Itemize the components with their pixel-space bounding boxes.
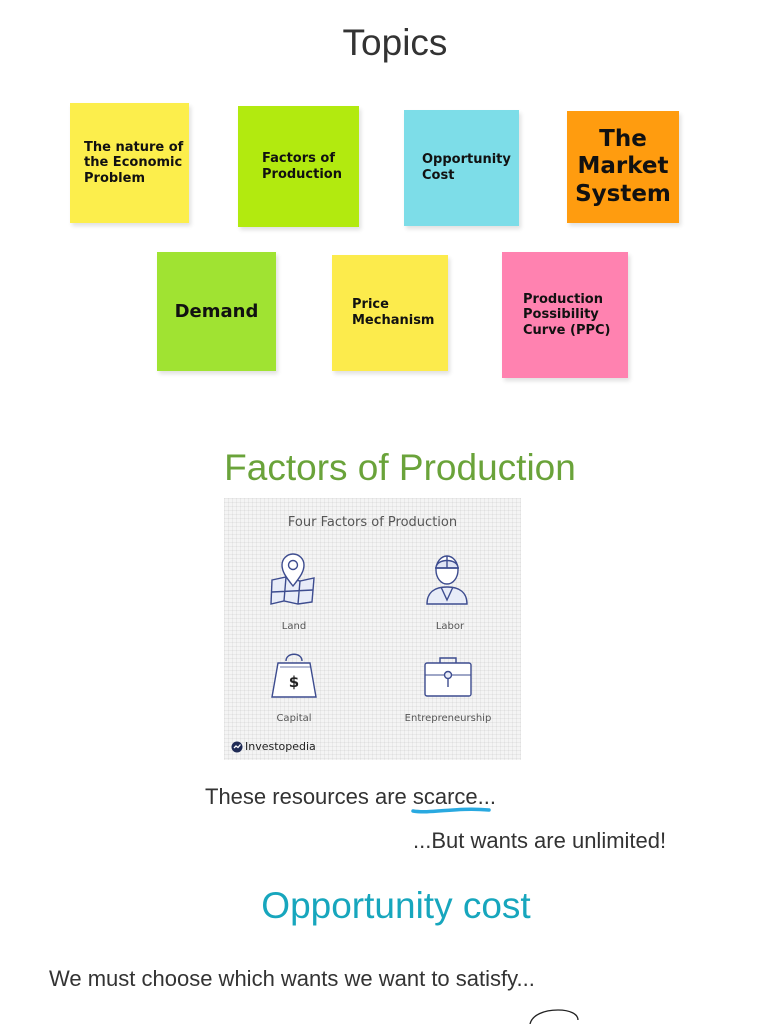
topic-note-label: The nature of the Economic Problem <box>84 139 184 186</box>
hand-drawn-circle <box>529 1009 579 1024</box>
topic-note-label: Price Mechanism <box>352 297 435 328</box>
factor-label-capital: Capital <box>276 713 312 724</box>
map-pin-icon <box>270 553 315 605</box>
factors-heading: Factors of Production <box>224 447 576 488</box>
money-bag-icon: $ <box>271 653 317 698</box>
scarce-highlight: scarce <box>411 784 491 814</box>
topic-note-label: Production Possibility Curve (PPC) <box>523 291 611 338</box>
topic-note-ppc[interactable]: Production Possibility Curve (PPC) <box>502 252 628 378</box>
topic-note-economic-problem[interactable]: The nature of the Economic Problem <box>70 103 189 223</box>
investopedia-logo: Investopedia <box>231 740 316 753</box>
opportunity-cost-body: We must choose which wants we want to sa… <box>49 966 535 991</box>
page-title: Topics <box>342 22 448 63</box>
four-factors-figure: Four Factors of Production Land Labor $ … <box>224 498 521 760</box>
topic-note-factors-of-production[interactable]: Factors of Production <box>238 106 359 227</box>
scarcity-prefix: These resources are <box>205 784 413 809</box>
topic-note-price-mechanism[interactable]: Price Mechanism <box>332 255 448 371</box>
factor-label-labor: Labor <box>435 621 465 632</box>
brand-name: Investopedia <box>245 740 316 753</box>
investopedia-mark-icon <box>231 741 243 752</box>
scarcity-suffix: ... <box>477 784 497 809</box>
scarce-word: scarce <box>412 784 478 809</box>
factor-label-land: Land <box>281 621 307 632</box>
factor-label-entrepreneurship: Entrepreneurship <box>404 713 492 724</box>
highlight-swoosh <box>411 807 491 814</box>
topic-note-label: Opportunity Cost <box>422 152 511 183</box>
topic-note-label: Demand <box>174 300 259 322</box>
scarcity-statement: These resources are scarce... <box>205 784 497 814</box>
figure-title: Four Factors of Production <box>287 515 458 530</box>
briefcase-icon <box>424 657 472 697</box>
topic-note-opportunity-cost[interactable]: Opportunity Cost <box>404 110 519 226</box>
svg-text:$: $ <box>289 673 299 691</box>
worker-icon <box>426 555 468 605</box>
topic-note-label: Factors of Production <box>262 150 342 182</box>
unlimited-wants-statement: ...But wants are unlimited! <box>413 828 667 853</box>
topic-note-market-system[interactable]: The Market System <box>567 111 679 223</box>
opportunity-cost-heading: Opportunity cost <box>261 885 531 926</box>
topic-note-label: The Market System <box>575 125 671 207</box>
topic-note-demand[interactable]: Demand <box>157 252 276 371</box>
